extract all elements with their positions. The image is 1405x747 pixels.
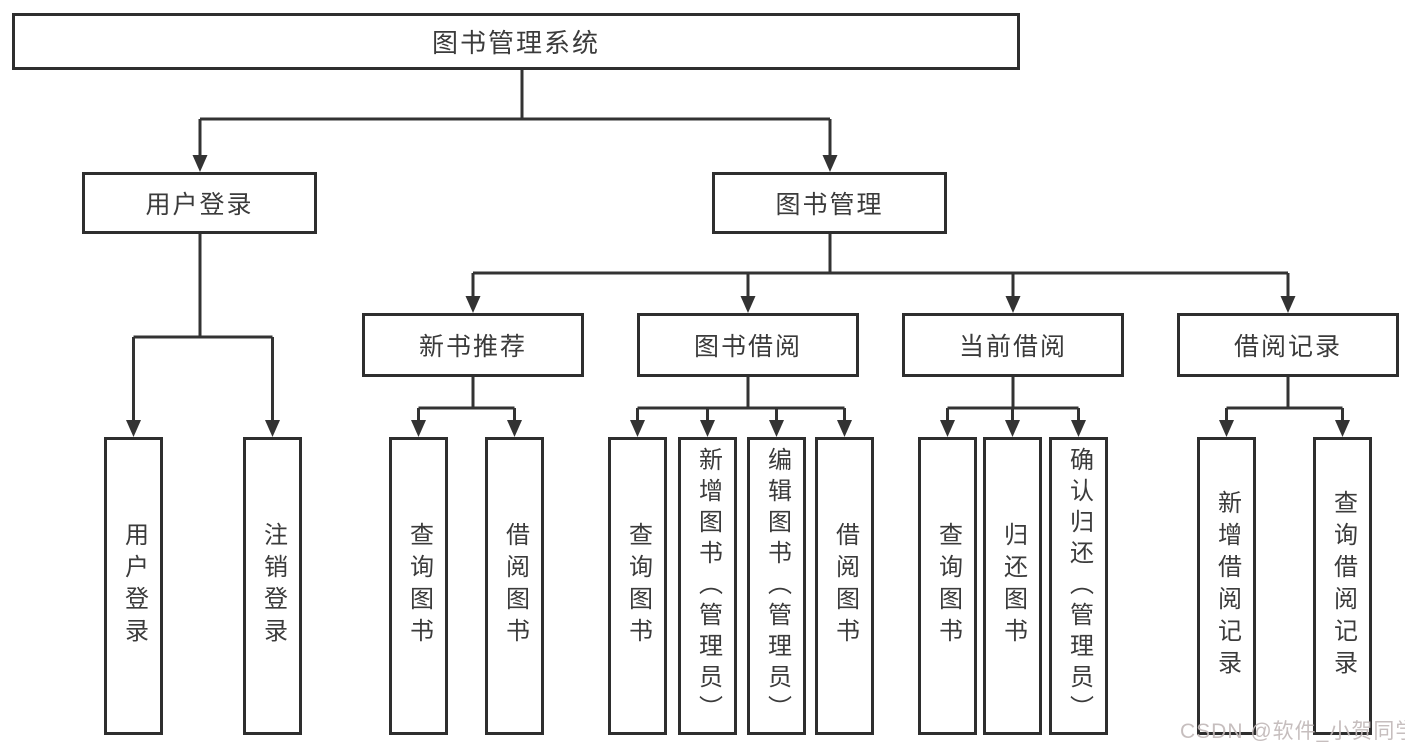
node-current-borrowing: 当前借阅 [902, 313, 1124, 377]
leaf-edit-book-admin: 编辑图书（管理员） [747, 437, 806, 735]
leaf-add-borrow-record-label: 新增借阅记录 [1213, 490, 1241, 682]
leaf-query-books-borrow: 查询图书 [608, 437, 667, 735]
leaf-borrow-books-borrow-label: 借阅图书 [831, 522, 859, 650]
node-user-login-label: 用户登录 [145, 191, 254, 219]
node-book-management: 图书管理 [712, 172, 947, 234]
csdn-watermark: CSDN @软件_小贺同学 [1180, 720, 1405, 743]
leaf-add-borrow-record: 新增借阅记录 [1197, 437, 1256, 735]
leaf-return-book-label: 归还图书 [999, 522, 1027, 650]
leaf-confirm-return-admin: 确认归还（管理员） [1049, 437, 1108, 735]
leaf-borrow-books-borrow: 借阅图书 [815, 437, 874, 735]
leaf-query-borrow-record: 查询借阅记录 [1313, 437, 1372, 735]
node-current-borrowing-label: 当前借阅 [958, 333, 1067, 361]
leaf-user-login: 用户登录 [104, 437, 163, 735]
node-root: 图书管理系统 [12, 13, 1020, 70]
leaf-borrow-books-recommend: 借阅图书 [485, 437, 544, 735]
leaf-query-books-recommend: 查询图书 [389, 437, 448, 735]
node-book-borrowing-label: 图书借阅 [693, 333, 802, 361]
leaf-borrow-books-recommend-label: 借阅图书 [501, 522, 529, 650]
arrowheads [126, 155, 1350, 437]
leaf-logout: 注销登录 [243, 437, 302, 735]
leaf-query-borrow-record-label: 查询借阅记录 [1329, 490, 1357, 682]
leaf-edit-book-admin-label: 编辑图书（管理员） [763, 446, 791, 726]
leaf-return-book: 归还图书 [983, 437, 1042, 735]
node-user-login: 用户登录 [82, 172, 317, 234]
node-book-borrowing: 图书借阅 [637, 313, 859, 377]
node-borrowing-records: 借阅记录 [1177, 313, 1399, 377]
leaf-query-books-current: 查询图书 [918, 437, 977, 735]
leaf-logout-label: 注销登录 [259, 522, 287, 650]
leaf-query-books-current-label: 查询图书 [934, 522, 962, 650]
leaf-add-book-admin-label: 新增图书（管理员） [694, 446, 722, 726]
leaf-confirm-return-admin-label: 确认归还（管理员） [1065, 446, 1093, 726]
node-new-book-recommendation: 新书推荐 [362, 313, 584, 377]
node-root-label: 图书管理系统 [431, 28, 600, 58]
leaf-user-login-label: 用户登录 [120, 522, 148, 650]
node-book-management-label: 图书管理 [775, 191, 884, 219]
node-new-book-recommendation-label: 新书推荐 [418, 333, 527, 361]
node-borrowing-records-label: 借阅记录 [1233, 333, 1342, 361]
leaf-query-books-recommend-label: 查询图书 [405, 522, 433, 650]
leaf-add-book-admin: 新增图书（管理员） [678, 437, 737, 735]
leaf-query-books-borrow-label: 查询图书 [624, 522, 652, 650]
